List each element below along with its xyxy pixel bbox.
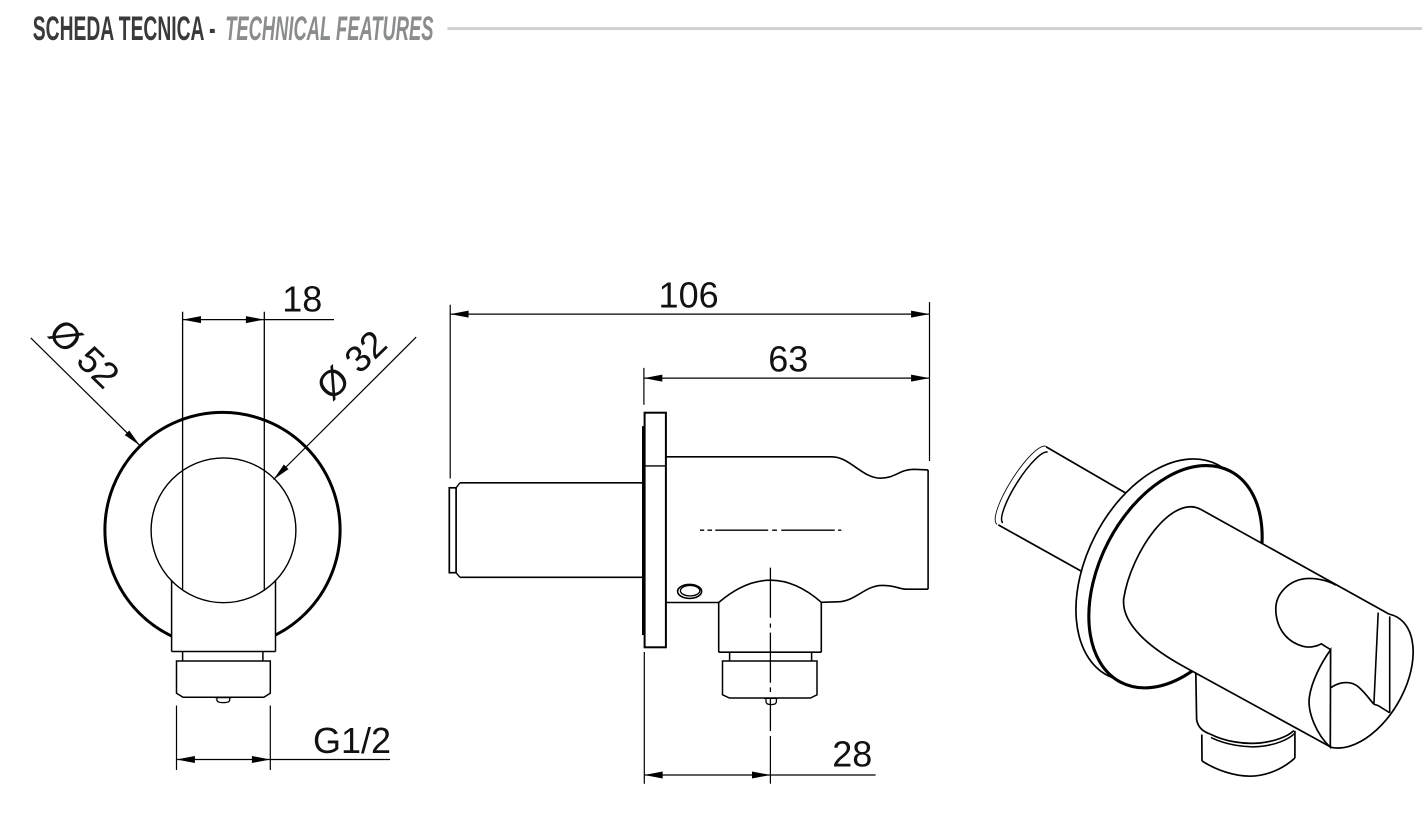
svg-text:Ø 52: Ø 52 [41,311,127,396]
svg-text:G1/2: G1/2 [313,720,391,761]
svg-text:Ø 32: Ø 32 [309,323,395,408]
svg-text:106: 106 [659,275,719,316]
svg-text:SCHEDA TECNICA -: SCHEDA TECNICA - [33,9,216,47]
svg-text:28: 28 [832,733,872,774]
svg-text:TECHNICAL FEATURES: TECHNICAL FEATURES [225,9,433,48]
svg-text:63: 63 [768,339,808,380]
svg-text:18: 18 [282,279,322,320]
